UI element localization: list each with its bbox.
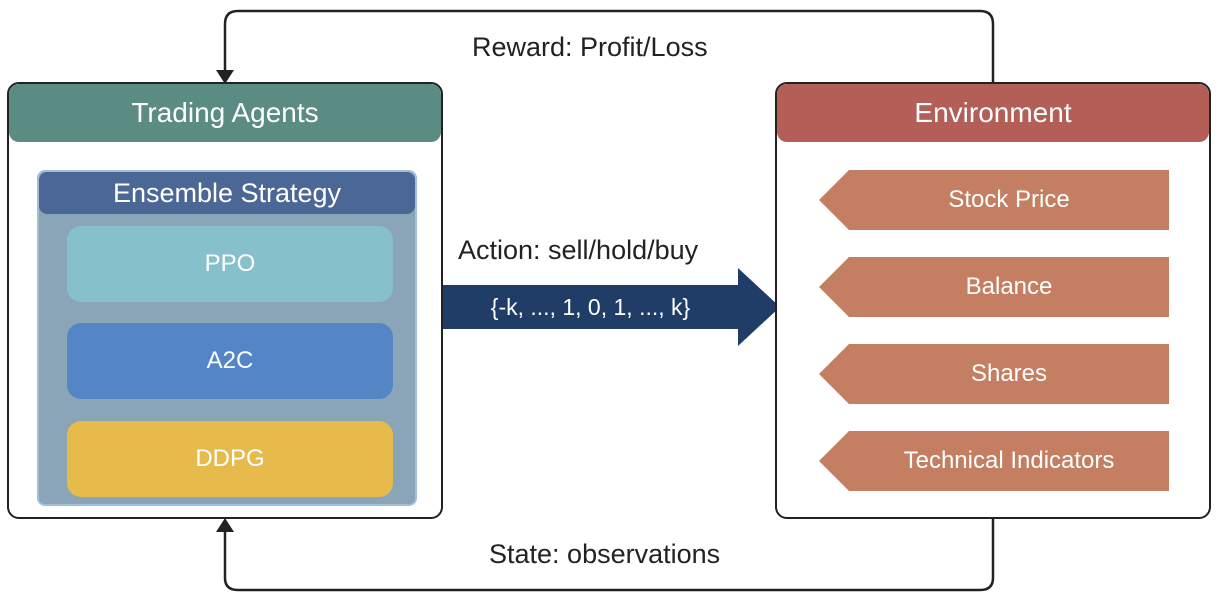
trading-agents-title: Trading Agents <box>131 97 319 128</box>
algorithm-ddpg: DDPG <box>67 421 393 497</box>
env-item-label: Technical Indicators <box>903 447 1115 474</box>
ensemble-strategy-header: Ensemble Strategy <box>39 172 415 214</box>
env-item-shape <box>819 344 1169 404</box>
reward-arrowhead <box>216 70 234 84</box>
action-values: {-k, ..., 1, 0, 1, ..., k} <box>490 293 691 320</box>
state-label: State: observations <box>489 539 721 569</box>
env-item-balance: Balance <box>819 257 1169 317</box>
environment-header: Environment <box>777 84 1209 142</box>
action-label: Action: sell/hold/buy <box>458 235 699 265</box>
algorithm-ppo: PPO <box>67 226 393 302</box>
env-item-shape <box>819 170 1169 230</box>
algorithm-ddpg-label: DDPG <box>195 445 265 472</box>
reward-label: Reward: Profit/Loss <box>472 32 708 62</box>
algorithm-a2c-label: A2C <box>206 347 254 374</box>
trading-agents-panel: Trading Agents Ensemble Strategy PPO A2C… <box>7 82 443 519</box>
env-item-label: Shares <box>970 360 1048 387</box>
state-arrowhead <box>216 518 234 532</box>
action-arrow-shape <box>443 268 780 346</box>
env-item-shape <box>819 431 1169 491</box>
reward-connector <box>223 9 995 82</box>
ensemble-strategy-box: Ensemble Strategy PPO A2C DDPG <box>37 170 417 506</box>
env-item-shape <box>819 257 1169 317</box>
env-item-label: Stock Price <box>948 186 1070 213</box>
env-item-stock-price: Stock Price <box>819 170 1169 230</box>
action-arrow: {-k, ..., 1, 0, 1, ..., k} <box>443 268 780 346</box>
trading-agents-header: Trading Agents <box>9 84 441 142</box>
algorithm-ppo-label: PPO <box>204 250 256 277</box>
environment-title: Environment <box>914 97 1072 128</box>
environment-panel: Environment Stock Price Balance Shares T… <box>775 82 1211 519</box>
ensemble-strategy-title: Ensemble Strategy <box>112 177 342 208</box>
algorithm-a2c: A2C <box>67 323 393 399</box>
state-connector <box>223 519 995 592</box>
env-item-technical-indicators: Technical Indicators <box>819 431 1169 491</box>
env-item-label: Balance <box>965 273 1053 300</box>
env-item-shares: Shares <box>819 344 1169 404</box>
